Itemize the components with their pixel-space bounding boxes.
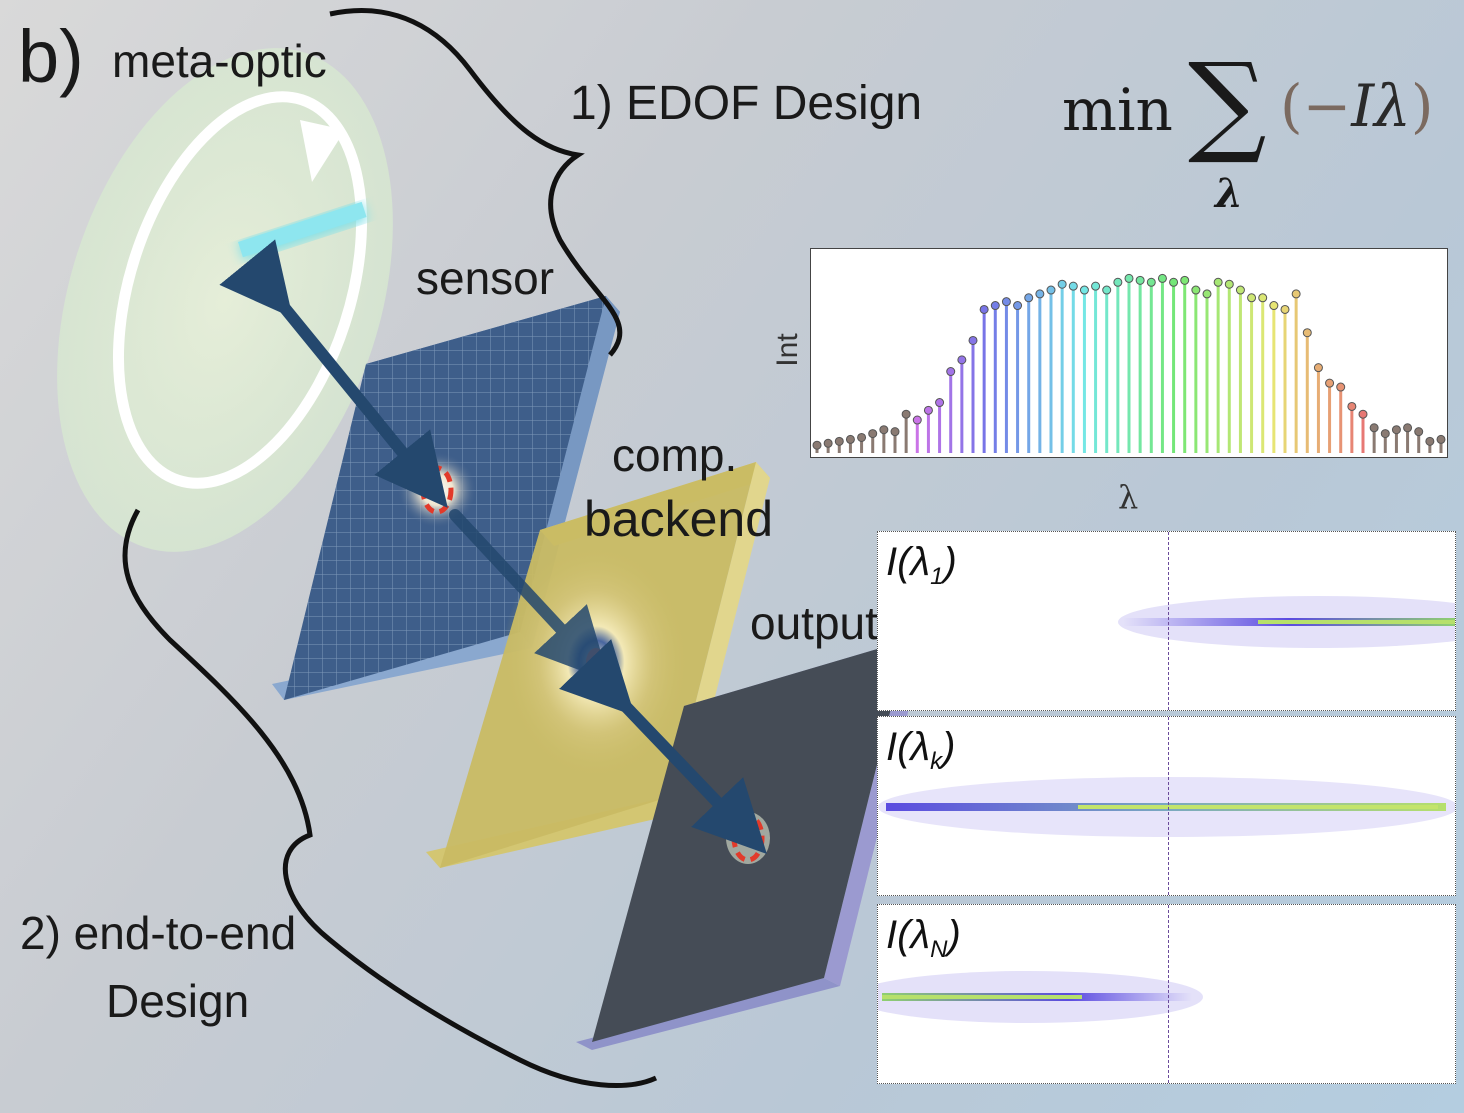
center-line	[1168, 905, 1169, 1083]
spectrum-stem-marker	[1436, 434, 1446, 444]
formula-subscript: λ	[1215, 170, 1244, 217]
spectrum-y-label: Int	[771, 333, 804, 367]
light-path-arrows	[219, 239, 767, 855]
spectrum-stem-marker	[1380, 429, 1390, 439]
psf-panel-n: I(λN)	[877, 904, 1456, 1084]
spectrum-stem-marker	[1414, 427, 1424, 437]
comp-label: comp.	[612, 429, 738, 481]
spectrum-stem-marker	[1391, 425, 1401, 435]
backend-label: backend	[584, 491, 774, 547]
spectrum-stem-marker	[890, 427, 900, 437]
spectrum-stem-marker	[979, 304, 989, 314]
spectrum-stem-marker	[1113, 277, 1123, 287]
spectrum-stem-marker	[1191, 285, 1201, 295]
arrow-backend-to-output	[559, 639, 767, 855]
spectrum-stem-marker	[912, 415, 922, 425]
spectrum-stem-marker	[1235, 285, 1245, 295]
objective-formula: min ∑ λ (−Iλ)	[1062, 38, 1452, 218]
spectrum-stem-marker	[1057, 279, 1067, 289]
center-line	[1168, 532, 1169, 710]
spectrum-stem-marker	[1247, 293, 1257, 303]
spectrum-stem-marker	[812, 440, 822, 450]
meta-optic-label: meta-optic	[112, 35, 327, 87]
psf-panel-1: I(λ1)	[877, 531, 1456, 711]
spectrum-stems	[812, 273, 1446, 453]
psf-label-1: I(λ1)	[886, 540, 957, 590]
spectrum-stem-marker	[1369, 423, 1379, 433]
spectrum-stem-marker	[1358, 409, 1368, 419]
spectrum-stem-marker	[1046, 285, 1056, 295]
psf-streak	[878, 777, 1455, 837]
formula-min: min	[1062, 76, 1173, 144]
spectrum-stem-marker	[1001, 297, 1011, 307]
spectrum-stem-marker	[834, 436, 844, 446]
spectrum-stem-marker	[1035, 289, 1045, 299]
end-to-end-label: 2) end-to-end	[20, 907, 297, 959]
spectrum-stem-marker	[1157, 273, 1167, 283]
spectrum-stem-marker	[1169, 277, 1179, 287]
brace-end-to-end	[122, 508, 658, 1088]
spectrum-stem-marker	[879, 425, 889, 435]
spectrum-stem-marker	[1079, 285, 1089, 295]
spectrum-stem-marker	[923, 405, 933, 415]
spectrum-stem-marker	[1313, 363, 1323, 373]
spectrum-stem-marker	[868, 429, 878, 439]
brace-edof	[329, 8, 623, 357]
spectrum-stem-marker	[901, 409, 911, 419]
spectrum-stem-marker	[1146, 277, 1156, 287]
spectrum-stem-marker	[1124, 273, 1134, 283]
spectrum-stem-marker	[1202, 289, 1212, 299]
spectrum-stem-marker	[1135, 275, 1145, 285]
spectrum-stem-marker	[935, 398, 945, 408]
spectrum-stem-marker	[990, 301, 1000, 311]
spectrum-stem-marker	[968, 335, 978, 345]
summation-icon: ∑	[1188, 39, 1267, 167]
spectrum-stem-marker	[1269, 301, 1279, 311]
spectrum-stem-marker	[1180, 275, 1190, 285]
psf-streak	[1118, 596, 1455, 648]
spectrum-stem-marker	[1336, 382, 1346, 392]
end-to-end-label-line2: Design	[106, 975, 250, 1027]
output-label: output	[750, 597, 878, 649]
spectrum-plot	[810, 248, 1448, 458]
spectrum-stem-marker	[1013, 301, 1023, 311]
spectrum-x-label: λ	[1118, 478, 1139, 516]
spectrum-stem-marker	[1258, 293, 1268, 303]
spectrum-stem-marker	[1302, 328, 1312, 338]
psf-panel-k: I(λk)	[877, 716, 1456, 896]
rotation-arrow-icon	[300, 120, 345, 182]
formula-term: (−Iλ)	[1280, 72, 1434, 140]
spectrum-stem-marker	[957, 355, 967, 365]
psf-label-n: I(λN)	[886, 913, 961, 963]
spectrum-stem-marker	[857, 432, 867, 442]
spectrum-stem-marker	[1347, 401, 1357, 411]
panel-label: b)	[18, 15, 84, 98]
spectrum-stem-marker	[1291, 289, 1301, 299]
spectrum-stem-marker	[1425, 436, 1435, 446]
arrow-lens-to-sensor	[219, 239, 448, 508]
sensor-label: sensor	[416, 252, 555, 304]
arrow-sensor-to-backend	[449, 509, 610, 682]
spectrum-stem-marker	[845, 434, 855, 444]
spectrum-stem-marker	[1068, 281, 1078, 291]
center-line	[1168, 717, 1169, 895]
spectrum-stem-marker	[1102, 285, 1112, 295]
spectrum-stem-marker	[1091, 281, 1101, 291]
psf-label-k: I(λk)	[886, 725, 956, 775]
spectrum-stem-marker	[1325, 378, 1335, 388]
spectrum-stem-marker	[946, 367, 956, 377]
spectrum-stem-marker	[1280, 304, 1290, 314]
spectrum-stem-marker	[1213, 277, 1223, 287]
spectrum-stem-marker	[1403, 423, 1413, 433]
spectrum-stem-marker	[1224, 279, 1234, 289]
psf-streak	[878, 971, 1203, 1023]
spectrum-stem-marker	[823, 438, 833, 448]
spectrum-stem-marker	[1024, 293, 1034, 303]
edof-design-label: 1) EDOF Design	[570, 77, 923, 130]
